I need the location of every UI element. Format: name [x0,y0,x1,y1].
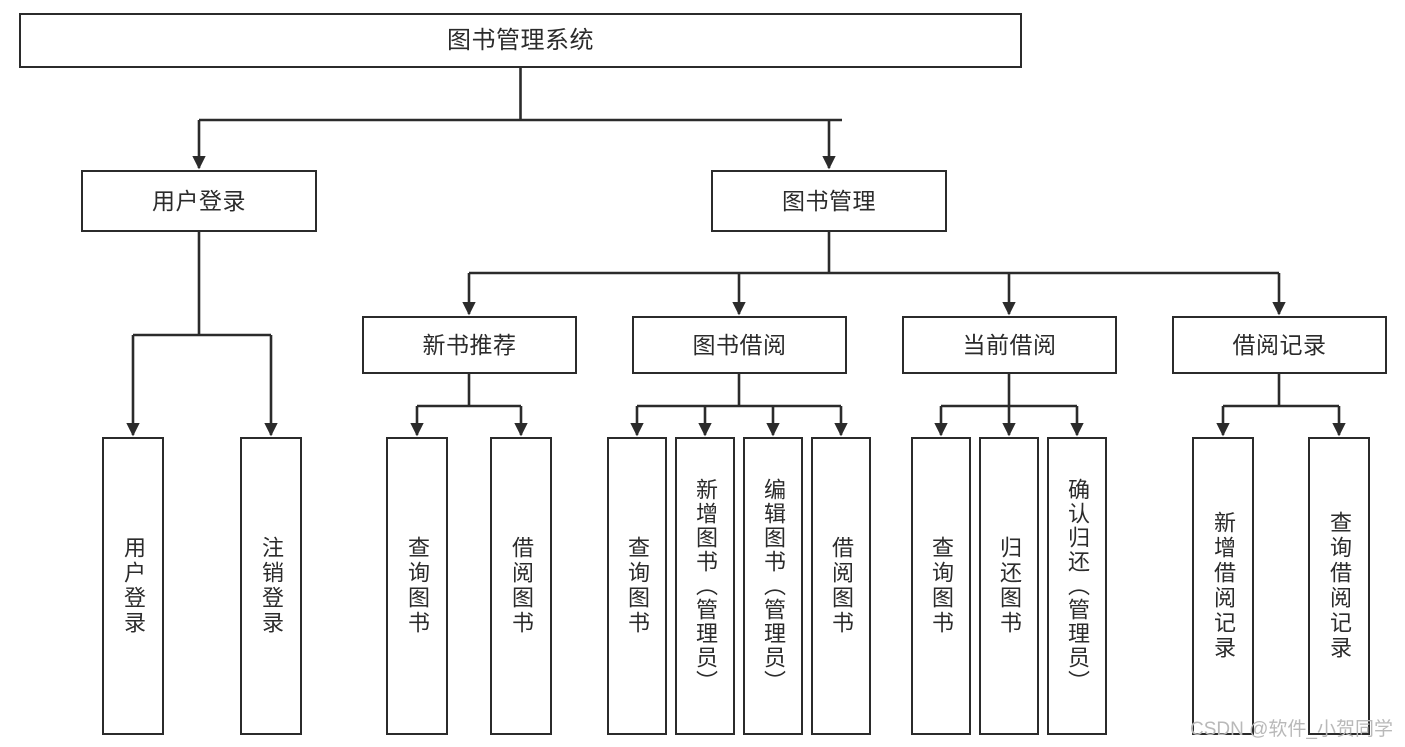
node-label: 查询图书 [929,536,954,636]
node-label: 查询图书 [405,536,430,636]
leaf-current-borrow-return-book[interactable]: 归还图书 [979,437,1039,735]
leaf-borrow-record-query-record[interactable]: 查询借阅记录 [1308,437,1370,735]
node-label: 新增图书（管理员） [693,478,718,694]
node-root-book-management-system[interactable]: 图书管理系统 [19,13,1022,68]
node-label: 借阅记录 [1232,331,1327,358]
node-borrowing-record[interactable]: 借阅记录 [1172,316,1387,374]
node-label: 用户登录 [121,536,146,636]
node-label: 确认归还（管理员） [1065,478,1090,694]
leaf-user-login-login[interactable]: 用户登录 [102,437,164,735]
node-new-book-recommendation[interactable]: 新书推荐 [362,316,577,374]
node-label: 新增借阅记录 [1211,511,1236,661]
node-label: 当前借阅 [962,331,1057,358]
node-label: 图书借阅 [692,331,787,358]
node-label: 查询图书 [625,536,650,636]
node-label: 新书推荐 [422,331,517,358]
leaf-user-login-logout[interactable]: 注销登录 [240,437,302,735]
leaf-new-book-borrow-book[interactable]: 借阅图书 [490,437,552,735]
node-label: 图书管理 [782,187,876,214]
node-label: 借阅图书 [509,536,534,636]
node-user-login[interactable]: 用户登录 [81,170,317,232]
leaf-book-borrow-edit-book-admin[interactable]: 编辑图书（管理员） [743,437,803,735]
node-label: 编辑图书（管理员） [761,478,786,694]
node-label: 归还图书 [997,536,1022,636]
leaf-current-borrow-confirm-return-admin[interactable]: 确认归还（管理员） [1047,437,1107,735]
leaf-book-borrow-borrow-book[interactable]: 借阅图书 [811,437,871,735]
node-book-borrowing[interactable]: 图书借阅 [632,316,847,374]
leaf-current-borrow-query-book[interactable]: 查询图书 [911,437,971,735]
leaf-new-book-query-book[interactable]: 查询图书 [386,437,448,735]
node-label: 注销登录 [259,536,284,636]
leaf-book-borrow-query-book[interactable]: 查询图书 [607,437,667,735]
leaf-book-borrow-add-book-admin[interactable]: 新增图书（管理员） [675,437,735,735]
node-label: 借阅图书 [829,536,854,636]
node-label: 图书管理系统 [447,26,594,54]
node-book-management[interactable]: 图书管理 [711,170,947,232]
node-label: 用户登录 [152,187,246,214]
node-label: 查询借阅记录 [1327,511,1352,661]
leaf-borrow-record-add-record[interactable]: 新增借阅记录 [1192,437,1254,735]
node-current-borrowing[interactable]: 当前借阅 [902,316,1117,374]
